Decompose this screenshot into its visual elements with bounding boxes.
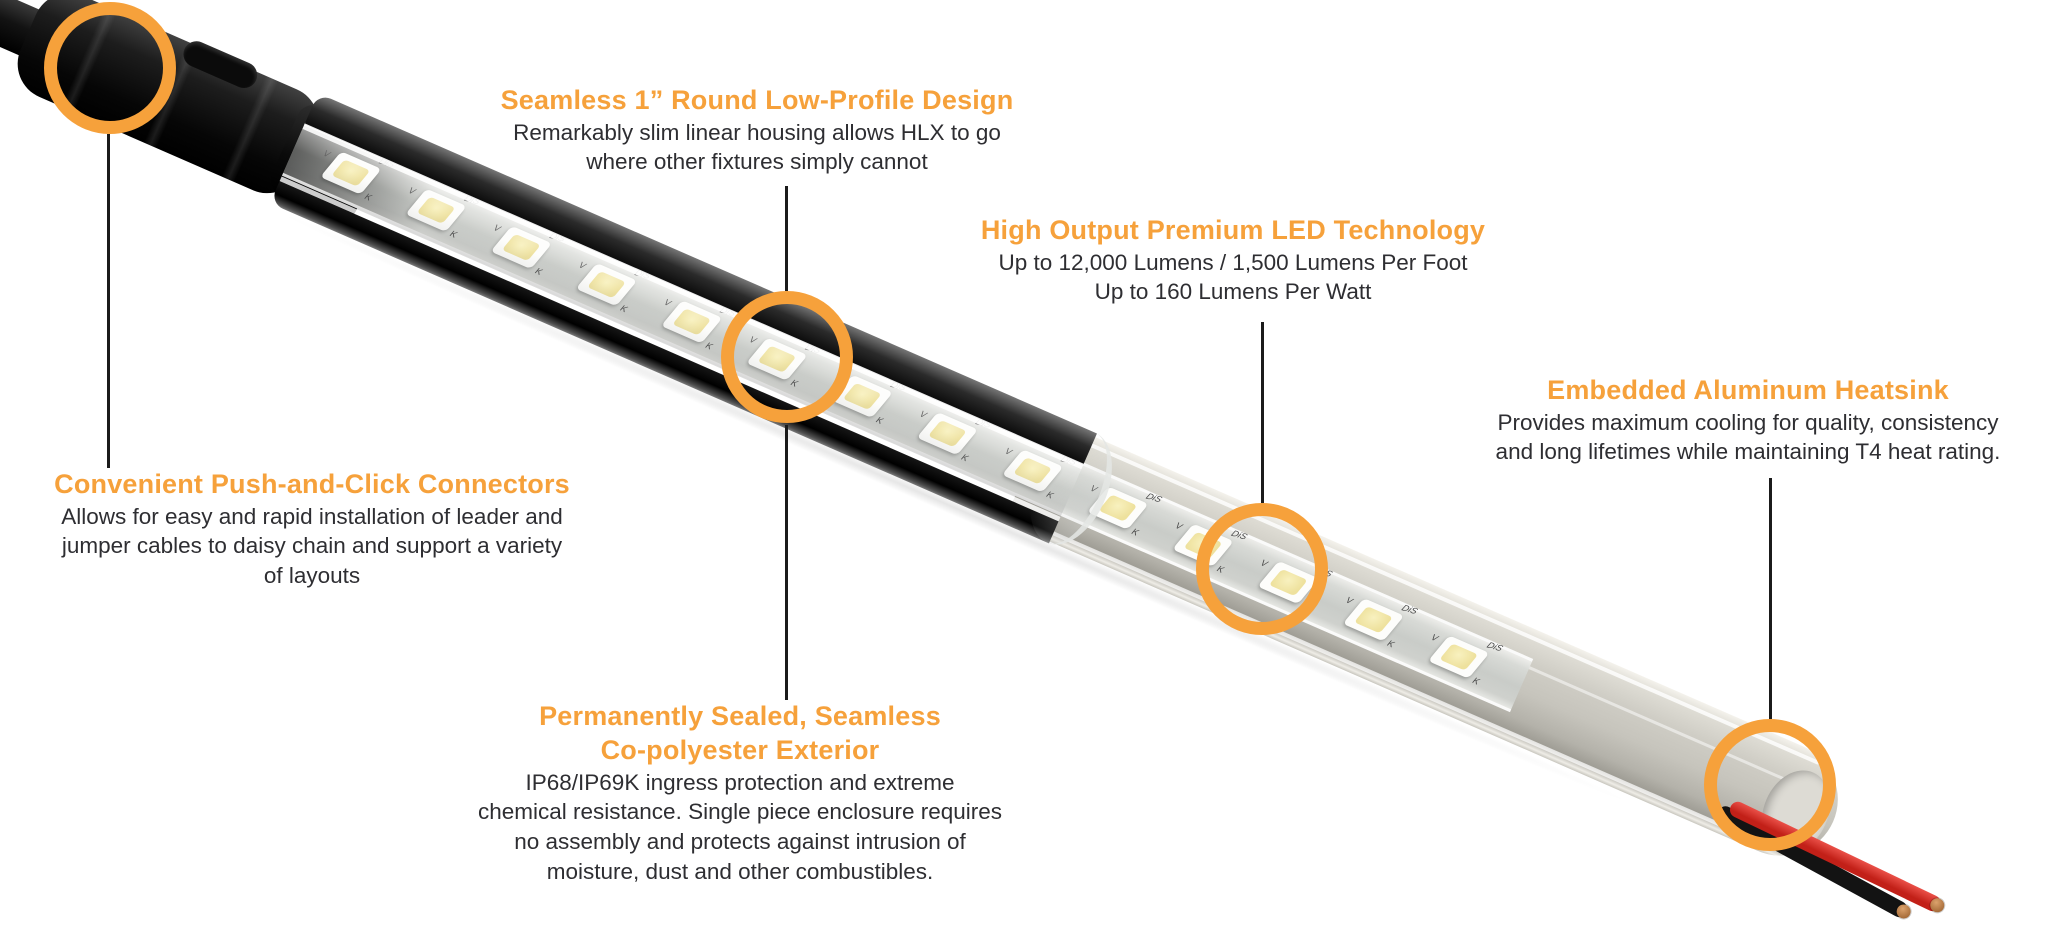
leader-line-design [785, 186, 788, 291]
chip-marking-cathode: K [958, 452, 972, 463]
callout-body-line: chemical resistance. Single piece enclos… [477, 799, 1003, 825]
chip-marking-label: DiS [1400, 603, 1421, 616]
led-die [416, 196, 456, 224]
callout-connectors: Convenient Push-and-Click Connectors All… [54, 468, 570, 591]
led-chip: DiS V K [1087, 483, 1164, 537]
callout-round-design: Seamless 1” Round Low-Profile Design Rem… [501, 84, 1014, 177]
callout-body-line: Up to 160 Lumens Per Watt [1094, 279, 1372, 305]
chip-marking-label: DiS [1059, 454, 1080, 467]
led-chip: DiS V K [405, 185, 483, 239]
chip-marking-cathode: K [1384, 638, 1398, 650]
led-die [927, 419, 967, 448]
chip-marking-anode: V [405, 185, 419, 197]
chip-marking-cathode: K [362, 191, 375, 203]
callout-sealed-exterior: Permanently Sealed, Seamless Co-polyeste… [478, 700, 1002, 886]
led-chip: DiS V K [1427, 632, 1505, 686]
callout-body-line: no assembly and protects against intrusi… [514, 828, 966, 854]
callout-body-line: jumper cables to daisy chain and support… [61, 533, 563, 559]
led-chip: DiS V K [916, 409, 994, 463]
callout-body-line: where other fixtures simply cannot [586, 149, 928, 175]
chip-marking-cathode: K [447, 229, 460, 240]
callout-title-line: Co-polyester Exterior [600, 734, 880, 765]
chip-marking-label: DiS [377, 156, 398, 170]
led-die [1439, 643, 1479, 671]
led-chip: DiS V K [575, 260, 653, 314]
led-die [587, 271, 626, 299]
callout-title: Seamless 1” Round Low-Profile Design [500, 85, 1014, 115]
callout-heatsink: Embedded Aluminum Heatsink Provides maxi… [1496, 374, 2001, 467]
callout-title: High Output Premium LED Technology [980, 215, 1486, 245]
led-die [842, 382, 882, 410]
chip-marking-label: DiS [888, 379, 909, 393]
callout-body-line: Remarkably slim linear housing allows HL… [513, 119, 1001, 145]
callout-body-line: and long lifetimes while maintaining T4 … [1495, 439, 2001, 465]
callout-title: Embedded Aluminum Heatsink [1547, 375, 1949, 405]
led-die [501, 233, 541, 262]
leader-line-heatsink [1769, 478, 1772, 719]
led-chip: DiS V K [1001, 446, 1079, 500]
chip-marking-anode: V [1087, 483, 1100, 495]
chip-marking-label: DiS [1144, 491, 1165, 505]
chip-marking-cathode: K [703, 340, 716, 352]
callout-body-line: Provides maximum cooling for quality, co… [1497, 409, 1999, 435]
highlight-ring-led [1196, 503, 1328, 635]
chip-marking-cathode: K [873, 415, 886, 426]
chip-marking-anode: V [1002, 446, 1015, 457]
leader-line-sealed [785, 425, 788, 700]
chip-marking-anode: V [1428, 632, 1441, 643]
led-chip: DiS V K [320, 148, 397, 202]
chip-marking-anode: V [320, 148, 333, 159]
chip-marking-label: DiS [1485, 640, 1506, 654]
callout-body-line: Up to 12,000 Lumens / 1,500 Lumens Per F… [998, 249, 1468, 275]
led-die [1013, 457, 1053, 485]
chip-marking-anode: V [661, 297, 674, 308]
led-chip: DiS V K [490, 223, 568, 277]
chip-marking-anode: V [576, 260, 589, 271]
chip-marking-label: DiS [462, 193, 483, 207]
leader-line-connectors [107, 134, 110, 468]
highlight-ring-heatsink [1704, 719, 1836, 851]
chip-marking-label: DiS [548, 230, 568, 244]
callout-body-line: of layouts [263, 563, 361, 589]
chip-marking-label: DiS [633, 268, 654, 281]
chip-marking-cathode: K [1470, 675, 1483, 687]
led-die [672, 308, 712, 336]
led-die [1354, 606, 1393, 634]
callout-body-line: Allows for easy and rapid installation o… [61, 503, 563, 529]
chip-marking-cathode: K [1129, 526, 1142, 538]
chip-marking-anode: V [1172, 520, 1186, 532]
led-die [1098, 494, 1138, 522]
chip-marking-cathode: K [532, 266, 545, 277]
chip-marking-cathode: K [1044, 489, 1057, 501]
chip-marking-label: DiS [974, 417, 994, 430]
chip-marking-anode: V [917, 409, 930, 420]
leader-line-led [1261, 322, 1264, 503]
chip-marking-cathode: K [617, 303, 631, 314]
chip-marking-anode: V [1343, 595, 1356, 606]
callout-body-line: IP68/IP69K ingress protection and extrem… [525, 769, 955, 795]
highlight-ring-tube [721, 291, 853, 423]
callout-title: Convenient Push-and-Click Connectors [54, 469, 570, 499]
highlight-ring-connector [44, 2, 176, 134]
led-die [331, 159, 371, 187]
chip-marking-anode: V [491, 223, 504, 234]
callout-title-line: Permanently Sealed, Seamless [539, 701, 941, 731]
led-chip: DiS V K [1342, 595, 1420, 649]
callout-body-line: moisture, dust and other combustibles. [546, 858, 934, 884]
callout-led-technology: High Output Premium LED Technology Up to… [981, 214, 1485, 307]
